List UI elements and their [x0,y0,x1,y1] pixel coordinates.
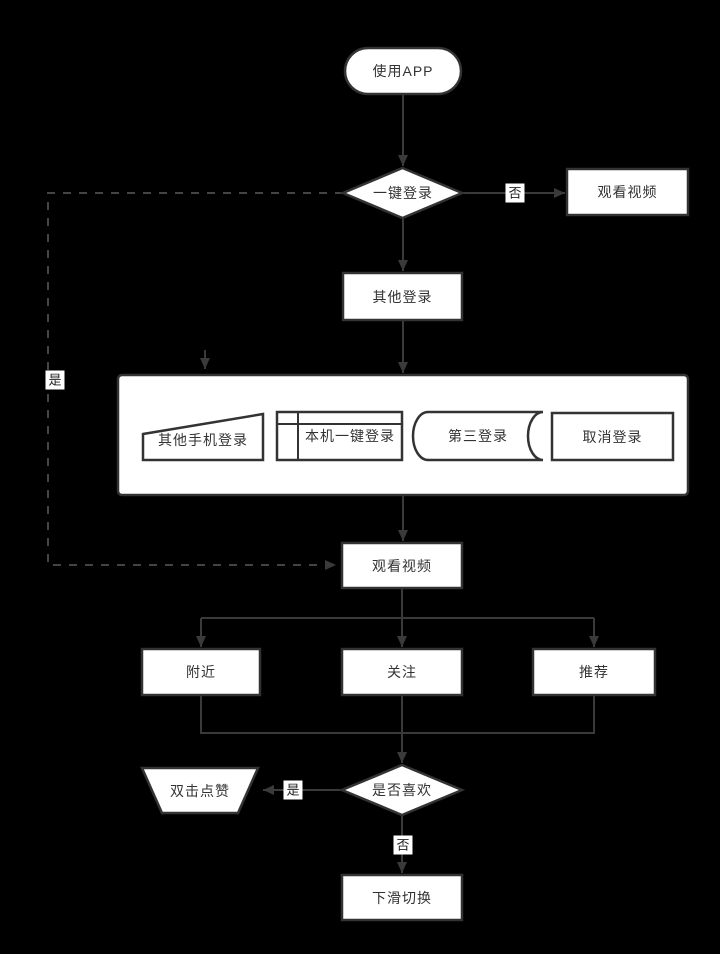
node-nearby-shape [140,647,262,697]
node-third-party-login-shape [411,410,544,462]
node-third-party-login-label: 第三登录 [448,428,508,444]
edge-label-onekey-yes: 是 [45,370,65,390]
node-nearby-label: 附近 [186,664,216,680]
node-start-shape [343,46,463,96]
node-swipe-switch-label: 下滑切换 [372,889,432,906]
node-watch-video-label: 观看视频 [372,557,432,574]
edge-label-onekey-no: 否 [505,183,525,203]
node-double-tap-like-shape [140,766,260,815]
node-swipe-switch-shape [340,873,464,922]
node-other-login-label: 其他登录 [372,288,433,305]
node-like-decision-shape [338,763,466,817]
node-cancel-login-label: 取消登录 [582,428,643,445]
node-other-login-shape [341,271,464,322]
node-start-label: 使用APP [372,63,434,79]
edge-label-like-yes: 是 [283,780,303,800]
node-recommend-label: 推荐 [579,664,609,680]
node-other-phone-login-shape [141,412,265,462]
node-like-decision-label: 是否喜欢 [372,782,432,798]
edge-merge-horizontal [200,695,595,734]
node-follow-label: 关注 [387,664,417,680]
node-watch-video-guest-label: 观看视频 [597,184,658,200]
node-local-onekey-login-label: 本机一键登录 [305,428,395,444]
node-other-phone-login-label: 其他手机登录 [158,432,248,448]
node-double-tap-like-label: 双击点赞 [170,782,230,799]
node-watch-video-shape [340,541,464,590]
node-cancel-login-shape [550,411,675,462]
node-recommend-shape [531,647,657,697]
node-watch-video-guest-shape [565,167,690,217]
node-onekey-login-shape [339,166,466,220]
edge-label-like-no: 否 [393,835,413,855]
node-onekey-login-label: 一键登录 [373,185,433,201]
node-follow-shape [340,647,464,697]
